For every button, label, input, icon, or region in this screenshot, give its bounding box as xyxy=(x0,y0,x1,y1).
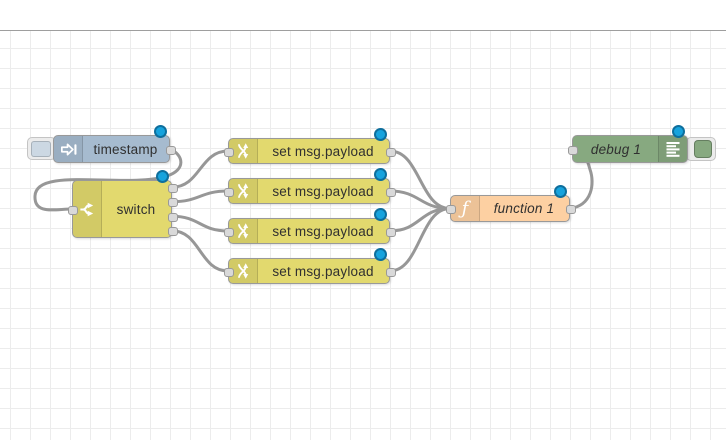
inject-node-label: timestamp xyxy=(93,141,158,157)
change-node-label: set msg.payload xyxy=(272,183,374,199)
wire-switch1-to-change4[interactable] xyxy=(170,229,230,273)
input-port[interactable] xyxy=(224,147,234,157)
output-port-0[interactable] xyxy=(566,205,576,214)
output-port-0[interactable] xyxy=(166,145,176,155)
inject-icon xyxy=(54,136,83,162)
inject-node[interactable]: timestamp xyxy=(53,125,176,163)
changed-indicator xyxy=(671,125,685,138)
input-port[interactable] xyxy=(68,205,78,215)
wire-switch1-to-change2[interactable] xyxy=(170,189,230,204)
input-port[interactable] xyxy=(446,205,456,214)
input-port[interactable] xyxy=(224,227,234,237)
switch-node-label: switch xyxy=(116,201,156,217)
switch-node[interactable]: switch xyxy=(68,170,178,238)
changed-indicator xyxy=(373,248,387,261)
function-node[interactable]: ƒ function 1 xyxy=(446,185,576,222)
change-node-label: set msg.payload xyxy=(272,223,374,239)
changed-indicator xyxy=(153,125,167,138)
wire-switch1-to-change3[interactable] xyxy=(170,214,230,233)
input-port[interactable] xyxy=(224,267,234,277)
output-port-2[interactable] xyxy=(168,212,178,222)
function-node-label: function 1 xyxy=(493,201,555,216)
output-port-0[interactable] xyxy=(386,147,396,157)
input-port[interactable] xyxy=(568,145,578,155)
inject-button-pad[interactable] xyxy=(31,140,51,157)
output-port-0[interactable] xyxy=(386,227,396,237)
changed-indicator xyxy=(373,128,387,141)
wire-switch1-to-change1[interactable] xyxy=(170,149,230,189)
debug-node-label: debug 1 xyxy=(590,141,642,157)
change-node-4[interactable]: set msg.payload xyxy=(224,248,396,284)
changed-indicator xyxy=(373,168,387,181)
change-icon xyxy=(229,179,258,203)
debug-icon xyxy=(658,136,687,162)
output-port-0[interactable] xyxy=(386,267,396,277)
wire-inject1-to-switch1[interactable] xyxy=(33,147,183,212)
output-port-3[interactable] xyxy=(168,227,178,237)
change-node-3[interactable]: set msg.payload xyxy=(224,208,396,244)
changed-indicator xyxy=(155,170,169,183)
change-node-1[interactable]: set msg.payload xyxy=(224,128,396,164)
change-node-label: set msg.payload xyxy=(272,143,374,159)
input-port[interactable] xyxy=(224,187,234,197)
debug-node[interactable]: debug 1 xyxy=(568,125,688,163)
changed-indicator xyxy=(553,185,567,198)
wire-change4-to-function1[interactable] xyxy=(388,207,452,273)
debug-toggle-pad[interactable] xyxy=(694,140,712,158)
workspace-top-edge xyxy=(0,0,726,31)
svg-text:ƒ: ƒ xyxy=(458,198,472,219)
change-node-label: set msg.payload xyxy=(272,263,374,279)
output-port-0[interactable] xyxy=(168,183,178,193)
changed-indicator xyxy=(373,208,387,221)
output-port-0[interactable] xyxy=(386,187,396,197)
change-node-2[interactable]: set msg.payload xyxy=(224,168,396,204)
output-port-1[interactable] xyxy=(168,198,178,208)
change-icon xyxy=(229,259,258,283)
